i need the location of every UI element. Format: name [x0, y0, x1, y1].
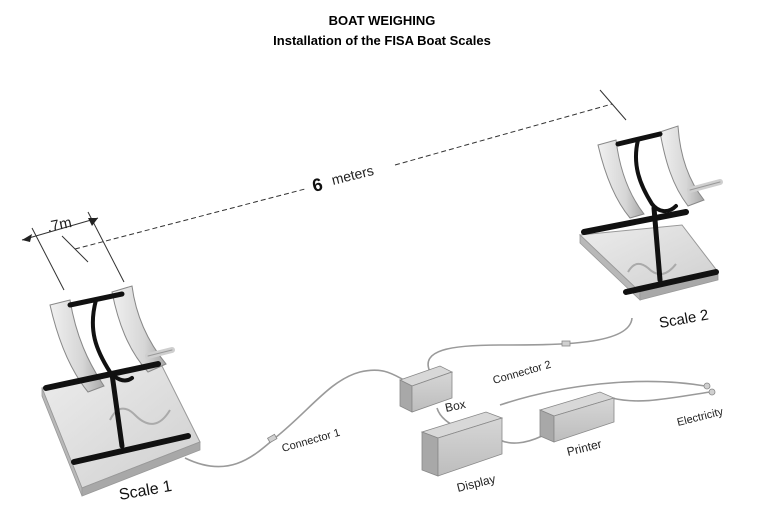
- width-dimension-label: .7m: [45, 214, 73, 236]
- display-label: Display: [455, 472, 497, 495]
- scale-1: [41, 285, 201, 497]
- box-label: Box: [444, 397, 467, 415]
- display-unit: [420, 411, 504, 477]
- connector-1-label: Connector 1: [281, 427, 342, 455]
- distance-unit: meters: [330, 162, 375, 188]
- distance-number: 6: [310, 174, 325, 196]
- scale-1-label: Scale 1: [118, 478, 174, 504]
- cable-plugs: [266, 340, 716, 444]
- junction-box: [398, 365, 454, 413]
- printer-unit: [538, 391, 616, 443]
- scale-2-label: Scale 2: [658, 307, 710, 332]
- scale-2: [578, 125, 723, 301]
- printer-label: Printer: [565, 437, 603, 459]
- electricity-label: Electricity: [676, 406, 725, 429]
- cables: [184, 317, 711, 468]
- dimension-arrows: [22, 218, 98, 242]
- dimension-lines: [21, 89, 627, 291]
- page-subtitle: Installation of the FISA Boat Scales: [273, 33, 491, 48]
- connector-2-label: Connector 2: [492, 359, 553, 387]
- page-title: BOAT WEIGHING: [328, 13, 436, 28]
